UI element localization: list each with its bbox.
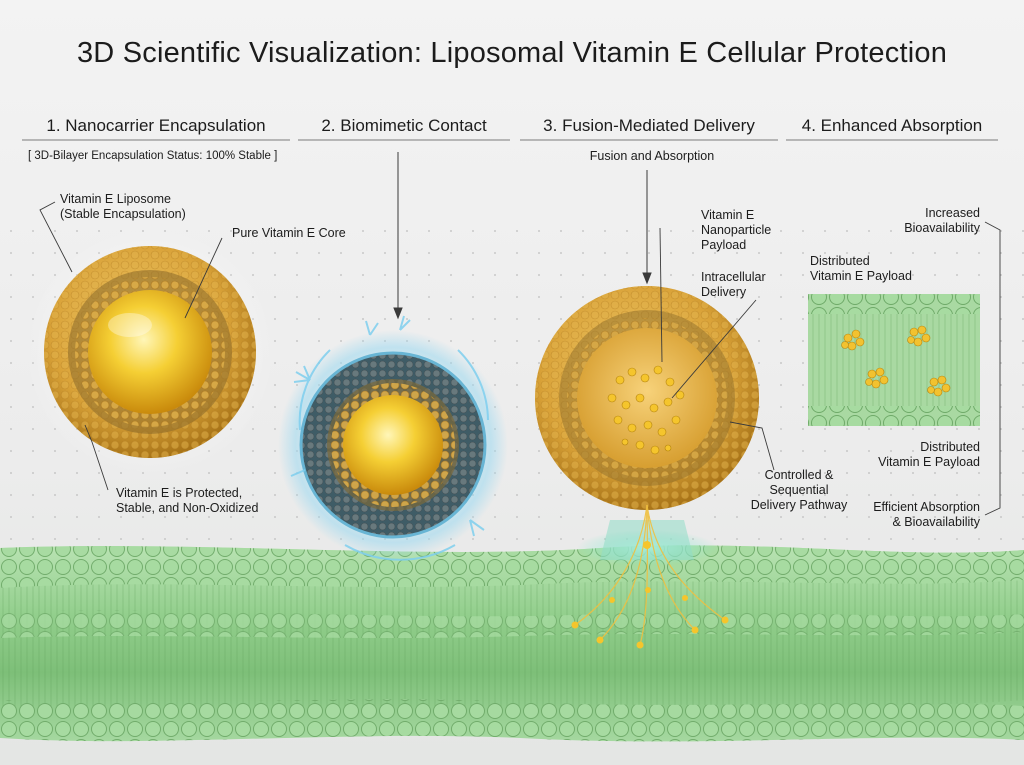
encapsulation-status: [ 3D-Bilayer Encapsulation Status: 100% … [28,150,278,162]
section-heading-2: 2. Biomimetic Contact [321,116,487,135]
released-particles [571,541,729,649]
cell-membrane [0,545,1024,742]
fusing-liposome-3 [535,286,759,649]
label-pure-vitamin-e-core: Pure Vitamin E Core [232,226,346,240]
arrows [393,152,652,320]
label-vitamin-e-liposome: Vitamin E Liposome(Stable Encapsulation) [60,192,186,221]
page-title: 3D Scientific Visualization: Liposomal V… [76,37,948,69]
leader-lines [39,201,1001,516]
vitamin-e-liposome-1 [25,227,275,477]
nanoparticle-payload [607,365,685,455]
section-heading-1: 1. Nanocarrier Encapsulation [46,116,266,135]
label-protected: Vitamin E is Protected,Stable, and Non-O… [116,486,259,515]
distributed-payload-clusters [841,325,951,397]
biomimetic-liposome-2 [278,315,508,561]
contact-sparks [290,315,489,561]
absorption-membrane-slab [808,294,980,426]
label-fusion-absorption: Fusion and Absorption [589,149,715,163]
label-efficient-absorption: Efficient Absorption& Bioavailability [873,500,980,529]
section-heading-4: 4. Enhanced Absorption [801,116,983,135]
delivery-streams [574,504,726,646]
vitamin-e-core-2 [343,395,443,495]
section-heading-3: 3. Fusion-Mediated Delivery [543,116,755,135]
vitamin-e-core-1 [88,290,212,414]
